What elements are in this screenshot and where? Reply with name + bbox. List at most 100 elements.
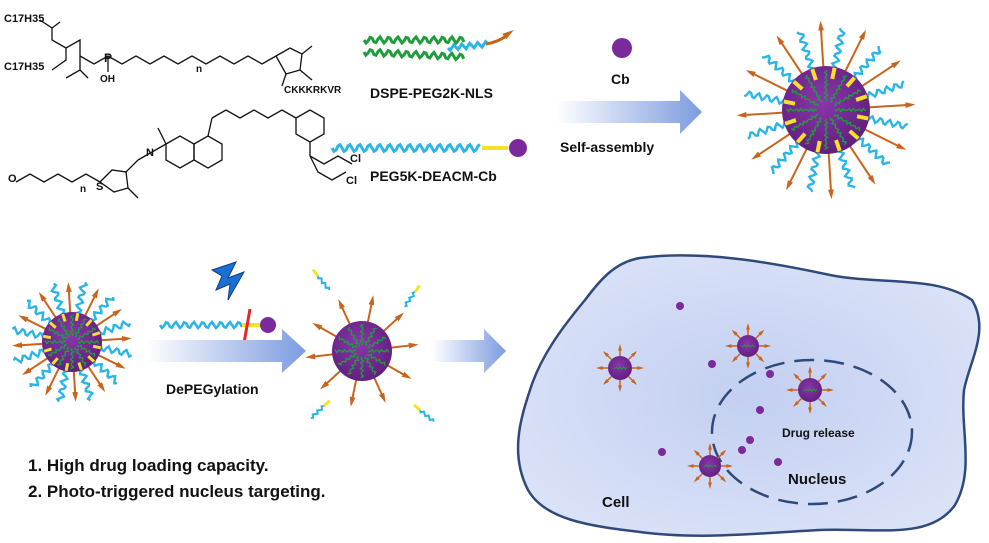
deacm-linker-mark: [848, 129, 860, 141]
deacm-linker-mark: [834, 139, 842, 152]
nls-arrow-tip: [603, 378, 610, 385]
nls-arrow-tip: [726, 464, 733, 468]
lipid-core-chain: [47, 344, 67, 357]
lipid-core-chain: [785, 107, 818, 113]
lipid-core-chain: [366, 353, 386, 366]
nls-arrow-tip: [687, 464, 694, 468]
detached-peg-fragment: [412, 403, 435, 422]
lipid-core-chain: [57, 346, 70, 366]
lipid-core-chain: [69, 314, 75, 337]
fragment-linker: [311, 268, 320, 277]
lipid-core-chain: [74, 347, 87, 367]
deacm-linker-mark: [855, 94, 868, 102]
fragment-linker: [322, 399, 331, 408]
lipid-core-chain: [57, 317, 70, 337]
micelle-core: [332, 321, 392, 381]
lipid-core-chain: [612, 366, 628, 371]
phosphorus-atom: P: [104, 51, 112, 65]
lipid-core-chain: [833, 88, 862, 107]
repeat-n2-label: n: [80, 184, 86, 195]
nls-arrow-tip: [378, 392, 386, 403]
released-drug-dot: [738, 446, 746, 454]
nls-arrow-tip: [793, 400, 800, 407]
nls-arrow-tip: [66, 282, 72, 293]
nls-arrow-tip: [112, 308, 123, 317]
detached-peg-fragment: [404, 284, 421, 308]
fragment-linker: [412, 403, 421, 412]
nls-arrow-tip: [502, 30, 514, 40]
drug-release-label: Drug release: [782, 426, 855, 440]
fragment-peg: [310, 405, 325, 420]
peg2k-chain: [446, 39, 489, 53]
lipid-core-chain: [359, 323, 365, 346]
hydroxyl-label: OH: [100, 74, 115, 85]
deacm-linker-mark: [77, 362, 83, 371]
nls-arrow-tip: [708, 482, 712, 489]
cleavage-construct: [158, 308, 276, 344]
nls-arrow-tip: [596, 366, 603, 370]
nls-arrow-tip: [725, 344, 732, 348]
detached-peg-fragment: [311, 268, 331, 291]
nls-arrow-tip: [786, 388, 793, 392]
amine-nitrogen: N: [146, 147, 154, 159]
depegylation-label: DePEGylation: [166, 381, 259, 397]
stearyl-chain-2: [362, 47, 466, 62]
nls-arrow-tip: [745, 70, 756, 78]
nls-arrow-tip: [764, 344, 771, 348]
chlorine-1: Cl: [350, 153, 361, 165]
detached-peg-fragment: [310, 399, 331, 420]
lipid-core-chain: [334, 348, 357, 354]
lipid-core-chain: [347, 355, 360, 375]
nls-arrow-tip: [720, 449, 727, 456]
dspe-peg2k-nls-label: DSPE-PEG2K-NLS: [370, 85, 493, 101]
lipid-core-chain: [74, 318, 87, 338]
assembled-micelle: [736, 20, 916, 200]
nls-arrow-tip: [45, 385, 53, 396]
deacm-linker-mark: [845, 76, 857, 88]
nls-arrow-tip: [401, 371, 412, 380]
cleaved-cb-dot: [260, 317, 276, 333]
peptide-label: CKKKRKVR: [284, 85, 342, 96]
nls-arrow-tip: [731, 329, 738, 336]
nls-arrow-tip: [793, 373, 800, 380]
internalized-nanoparticle: [596, 344, 644, 392]
lipid-core-chain: [338, 336, 358, 349]
polymer-icons: [330, 30, 527, 157]
micelle-group: [11, 20, 916, 422]
depegylated-nanoparticle: [305, 295, 419, 407]
nls-arrow-tip: [751, 151, 762, 160]
internalized-nanoparticle: [687, 443, 733, 489]
lipid-core-chain: [76, 344, 96, 357]
nls-arrow-tip: [18, 315, 29, 323]
nls-arrow-tip: [820, 400, 827, 407]
nls-arrow-tip: [630, 378, 637, 385]
uptake-arrow: [432, 329, 506, 373]
lipid-core-chain: [741, 344, 755, 349]
self-assembly-label: Self-assembly: [560, 139, 654, 155]
deacm-linker-mark: [51, 357, 59, 366]
deacm-linker-mark: [815, 140, 822, 153]
nls-arrow-tip: [72, 391, 78, 402]
deacm-linker-mark: [783, 99, 796, 106]
cell-label: Cell: [602, 494, 630, 511]
deacm-linker-mark: [48, 321, 57, 329]
nls-arrow-tip: [708, 443, 712, 450]
deacm-linker-mark: [784, 118, 797, 126]
deacm-linker-mark: [810, 68, 818, 81]
lipid-core-chain: [77, 327, 97, 340]
cb-payload-dot: [509, 139, 527, 157]
nls-arrow-tip: [38, 291, 47, 302]
lipid-core-chain: [69, 347, 75, 370]
nls-arrow-tip: [896, 142, 907, 150]
c17-bottom-label: C17H35: [4, 61, 44, 73]
nls-arrow-tip: [776, 35, 785, 46]
nucleus-envelope: [710, 358, 914, 506]
released-drug-dot: [774, 458, 782, 466]
nls-arrow-tip: [368, 295, 375, 306]
deacm-linker-mark: [92, 331, 101, 337]
internalized-nanoparticle: [725, 323, 771, 369]
lipid-core-chain: [791, 89, 819, 107]
deacm-linker-mark: [795, 132, 807, 144]
nls-arrow-tip: [693, 476, 700, 483]
